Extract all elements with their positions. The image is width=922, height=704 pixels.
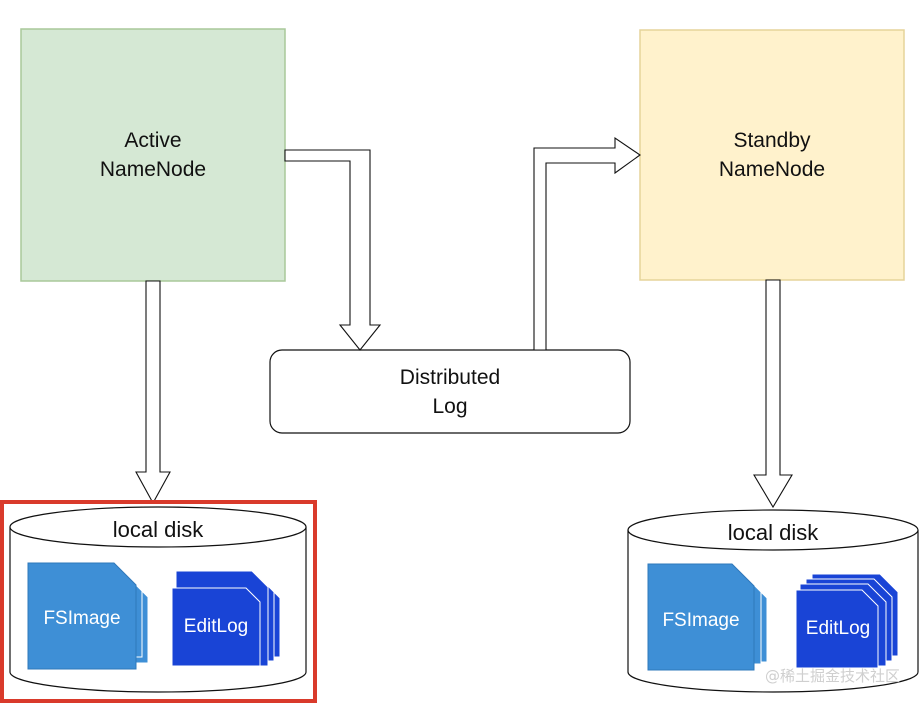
active-namenode: Active NameNode bbox=[20, 28, 286, 282]
right-editlog-label: EditLog bbox=[806, 618, 870, 639]
active-to-log-arrow bbox=[284, 149, 382, 351]
distributed-log-label-line2: Log bbox=[432, 395, 467, 418]
left-editlog-icon bbox=[171, 587, 261, 667]
active-namenode-label-line1: Active bbox=[124, 129, 181, 152]
left-fsimage-icon bbox=[27, 562, 137, 670]
left-editlog-label: EditLog bbox=[184, 616, 248, 637]
distributed-log-box bbox=[269, 349, 631, 434]
standby-namenode-box bbox=[639, 29, 905, 281]
right-editlog-file: EditLog bbox=[795, 573, 899, 669]
distributed-log-label-line1: Distributed bbox=[400, 366, 500, 389]
watermark-text: @稀土掘金技术社区 bbox=[765, 667, 900, 685]
left-disk-label: local disk bbox=[113, 517, 204, 542]
right-disk-label: local disk bbox=[728, 520, 819, 545]
right-fsimage-label: FSImage bbox=[662, 610, 739, 631]
right-editlog-icon bbox=[795, 589, 879, 669]
left-local-disk: local disk FSImage EditLog bbox=[0, 500, 317, 703]
standby-namenode-label-line1: Standby bbox=[733, 129, 811, 152]
right-fsimage-file: FSImage bbox=[647, 563, 768, 671]
right-fsimage-icon bbox=[647, 563, 755, 671]
left-editlog-file: EditLog bbox=[171, 570, 281, 667]
left-fsimage-label: FSImage bbox=[43, 608, 120, 629]
log-to-standby-arrow bbox=[533, 136, 641, 351]
active-namenode-label-line2: NameNode bbox=[100, 158, 206, 181]
active-namenode-box bbox=[20, 28, 286, 282]
right-disk-top bbox=[627, 509, 919, 551]
distributed-log: Distributed Log bbox=[269, 349, 631, 434]
left-disk-top bbox=[9, 506, 307, 548]
standby-to-disk-arrow bbox=[753, 279, 793, 509]
active-to-disk-arrow bbox=[135, 280, 171, 505]
right-local-disk: local disk FSImage EditLog bbox=[627, 509, 919, 693]
standby-namenode-label-line2: NameNode bbox=[719, 158, 825, 181]
standby-namenode: Standby NameNode bbox=[639, 29, 905, 281]
left-fsimage-file: FSImage bbox=[27, 562, 149, 670]
left-disk-highlight bbox=[0, 500, 317, 703]
